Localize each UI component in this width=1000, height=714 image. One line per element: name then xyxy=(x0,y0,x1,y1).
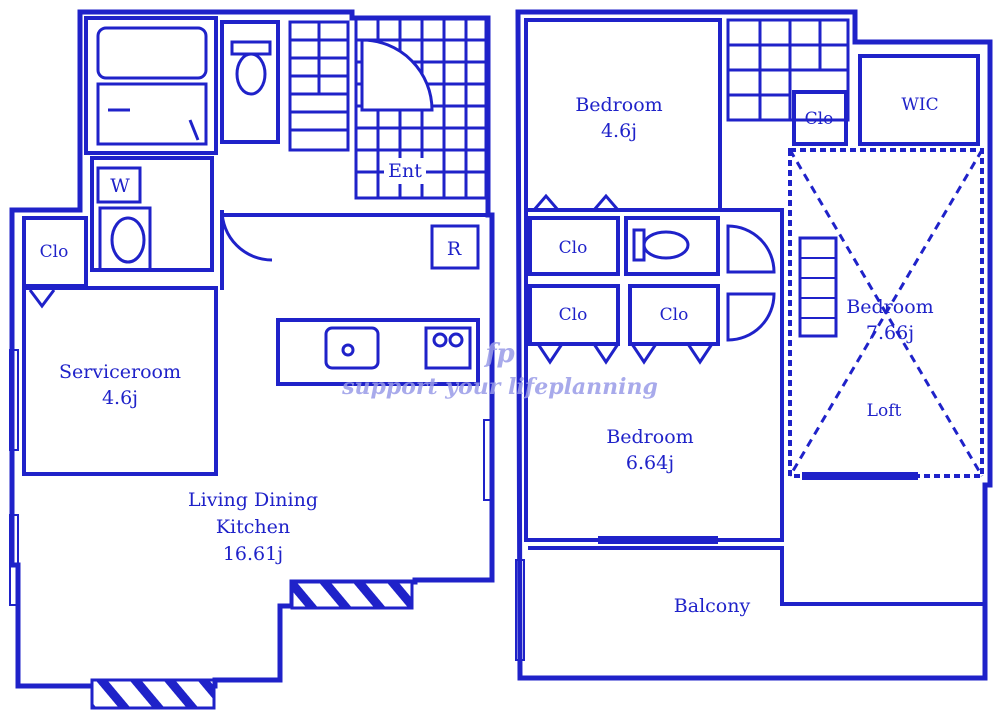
kitchen-stove xyxy=(424,326,472,370)
bathroom-wall xyxy=(84,16,218,155)
watermark: fp support your lifeplanning xyxy=(341,339,658,400)
label-clo-2f-c: Clo xyxy=(660,305,689,325)
porch-hatch-1 xyxy=(290,580,414,610)
label-bedroom-a-size: 4.6j xyxy=(601,120,637,142)
watermark-tagline: support your lifeplanning xyxy=(341,374,658,400)
clo-2f-a-box xyxy=(528,216,620,276)
label-ldk-size: 16.61j xyxy=(223,543,283,565)
balcony-wall xyxy=(528,546,985,606)
label-ldk-line1: Living Dining xyxy=(188,489,318,511)
washing-machine-box xyxy=(96,166,142,204)
label-clo-2f-a: Clo xyxy=(559,238,588,258)
clo-1f-box xyxy=(22,216,88,288)
bathtub xyxy=(96,26,208,80)
label-bedroom-c-name: Bedroom xyxy=(846,296,933,318)
label-clo-2f-b: Clo xyxy=(559,305,588,325)
label-entrance: Ent xyxy=(388,160,422,182)
label-clo-2f-d: Clo xyxy=(805,109,834,129)
toilet-room-2f xyxy=(624,216,720,276)
label-bedroom-c-size: 7.66j xyxy=(866,322,914,344)
clo-2f-b-box xyxy=(528,284,620,346)
second-floor-outer-wall xyxy=(515,9,993,681)
loft-ladder xyxy=(798,236,838,338)
toilet-bowl-2f xyxy=(642,230,690,260)
label-balcony: Balcony xyxy=(674,595,751,617)
label-w: W xyxy=(110,175,130,197)
first-floor xyxy=(9,9,495,689)
label-serviceroom-size: 4.6j xyxy=(102,387,138,409)
room-labels: W Clo Serviceroom 4.6j Living Dining Kit… xyxy=(40,94,939,617)
stairs-2f xyxy=(726,18,850,122)
serviceroom-wall xyxy=(22,286,218,476)
kitchen-sink xyxy=(324,326,380,370)
entrance-door-swing xyxy=(360,38,434,112)
label-bedroom-a-name: Bedroom xyxy=(575,94,662,116)
label-serviceroom-name: Serviceroom xyxy=(59,361,181,383)
wash-basin xyxy=(98,206,152,272)
label-ldk-line2: Kitchen xyxy=(216,516,290,538)
label-refrigerator: R xyxy=(447,238,462,260)
label-wic: WIC xyxy=(901,95,938,115)
kitchen-counter xyxy=(276,318,480,386)
porch-hatch-2 xyxy=(90,678,216,710)
label-clo-1f: Clo xyxy=(40,242,69,262)
clo-2f-d-box xyxy=(792,90,848,146)
refrigerator-box xyxy=(430,224,480,270)
clo-2f-c-box xyxy=(628,284,720,346)
shower-area xyxy=(96,82,208,146)
washroom xyxy=(90,156,214,272)
toilet-room-1f xyxy=(220,20,280,144)
label-bedroom-b-name: Bedroom xyxy=(606,426,693,448)
label-loft: Loft xyxy=(867,401,902,421)
loft-cross-2 xyxy=(788,149,984,477)
toilet-bowl-1f xyxy=(235,52,267,96)
toilet-tank-1f xyxy=(230,40,272,56)
watermark-logo: fp xyxy=(483,339,514,369)
stairs-1f xyxy=(288,20,350,152)
hall-door-swing xyxy=(220,209,273,262)
wash-basin-bowl xyxy=(110,216,146,264)
wic-box xyxy=(858,54,980,146)
label-bedroom-b-size: 6.64j xyxy=(626,452,674,474)
second-floor xyxy=(515,9,993,681)
